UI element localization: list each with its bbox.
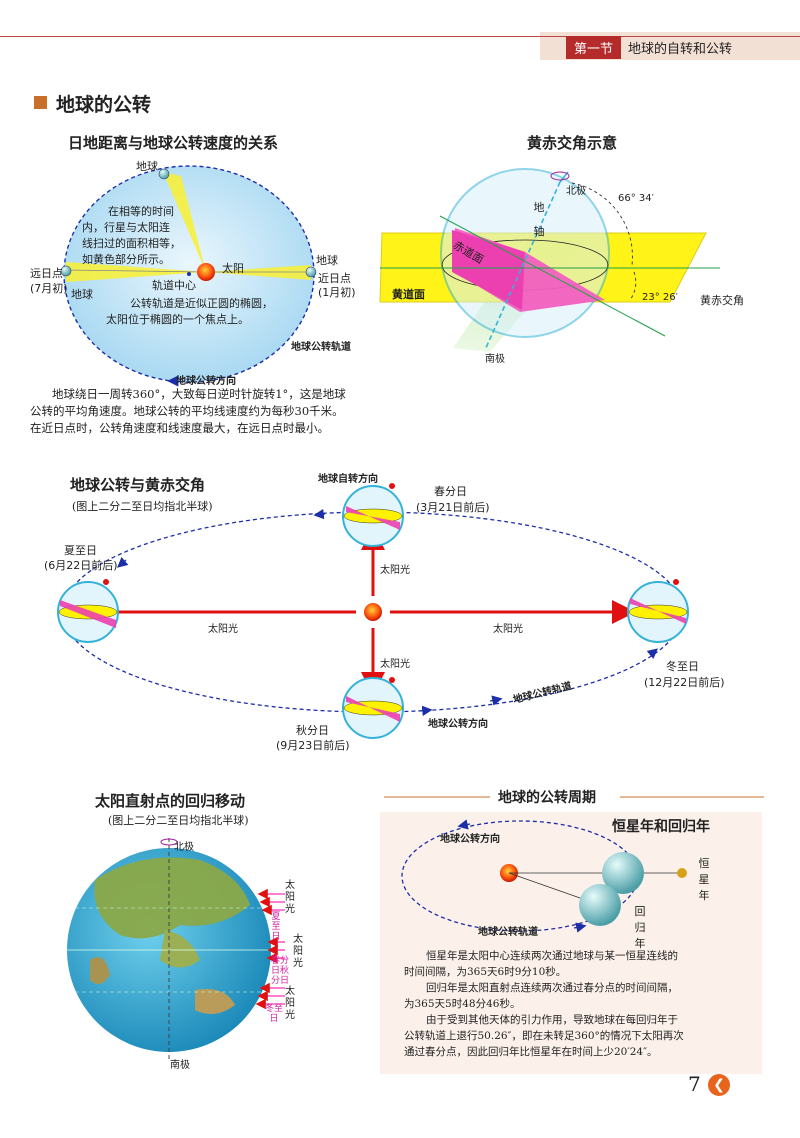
fig1-aphelion-date: (7月初) [30,282,68,295]
fig3-sunlight-right: 太阳光 [493,624,523,635]
fig3-summer: 夏至日 [64,544,97,557]
earth-icon [305,266,317,278]
fig2-title: 黄赤交角示意 [527,134,618,152]
header-rule [0,36,800,37]
fig2-ecliptic-plane: 黄道面 [392,288,425,301]
fig5-banner: 地球的公转周期 [498,790,596,806]
fig3-summer-date: (6月22日前后) [44,559,118,572]
fig4-north: 北极 [174,842,194,853]
fig2-north: 北极 [566,186,586,197]
star-icon [677,868,687,878]
fig5-orbit: 地球公转轨道 [478,927,538,938]
fig3-sunlight-left: 太阳光 [208,624,238,635]
fig1-sun: 太阳 [222,262,244,275]
sun-icon [364,603,382,621]
fig5-title: 恒星年和回归年 [612,819,710,835]
fig3-sunlight-top: 太阳光 [380,565,410,576]
header-title: 地球的自转和公转 [628,42,733,57]
fig4-title: 太阳直射点的回归移动 [95,792,246,810]
fig1-note2: 公转轨道是近似正圆的椭圆，太阳位于椭圆的一个焦点上。 [106,297,273,326]
fig2-angle2: 23° 26′ [642,292,678,303]
orbit-center-dot [187,272,191,276]
fig4-subtitle: (图上二分二至日均指北半球) [108,814,249,827]
fig1-perihelion-date: (1月初) [318,286,356,299]
fig3-rotation-dir: 地球自转方向 [318,474,378,485]
section-marker [34,96,47,109]
fig2-angle1: 66° 34′ [618,193,654,204]
fig4-sunlight-3: 太阳光 [285,986,295,1021]
header-section: 第一节 [566,36,622,59]
fig1-orbit-center: 轨道中心 [152,279,196,292]
fig1-aphelion-earth: 地球 [71,288,93,301]
fig3-autumn-date: (9月23日前后) [276,739,350,752]
fig3-spring-date: (3月21日前后) [416,501,490,514]
fig4-summer: 夏至日 [271,912,281,942]
fig4-sunlight-2: 太阳光 [293,934,303,969]
fig1-paragraph: 地球绕日一周转360°，大致每日逆时针旋转1°，这是地球公转的平均角速度。地球公… [30,387,346,435]
fig1-perihelion: 近日点 [318,272,351,285]
fig5-text: 恒星年是太阳中心连续两次通过地球与某一恒星连线的时间间隔，为365天6时9分10… [404,950,684,1058]
fig3-direction: 地球公转方向 [428,719,488,730]
fig3-winter: 冬至日 [666,660,699,673]
fig1-orbit-diagram [60,165,317,387]
back-arrow-icon[interactable]: ❮ [708,1074,730,1096]
fig1-aphelion: 远日点 [30,267,63,280]
fig1-note1: 在相等的时间内，行星与太阳连线扫过的面积相等，如黄色部分所示。 [82,205,181,266]
section-title: 地球的公转 [56,94,152,116]
fig1-earth-top: 地球 [136,160,158,173]
earth-icon [158,168,170,180]
fig2-obliquity-diagram [379,168,720,352]
fig1-title: 日地距离与地球公转速度的关系 [68,134,279,152]
fig4-south: 南极 [170,1060,190,1071]
fig3-winter-date: (12月22日前后) [644,676,725,689]
fig3-autumn: 秋分日 [296,724,329,737]
fig1-orbit-label: 地球公转轨道 [291,342,351,353]
earth-icon [602,852,644,894]
fig3-title: 地球公转与黄赤交角 [70,476,206,494]
fig3-revolution-diagram [57,483,689,739]
fig1-direction-label: 地球公转方向 [176,376,236,387]
fig4-winter: 冬至日 [264,1004,283,1024]
earth-icon [60,265,72,277]
earth-icon [579,884,621,926]
fig3-spring: 春分日 [434,485,467,498]
fig1-perihelion-earth: 地球 [316,254,338,267]
fig5-tropical: 回归年 [634,905,646,950]
sun-icon [197,263,215,281]
fig4-equinox: 春分日秋分日 [270,956,289,986]
fig5-direction: 地球公转方向 [440,834,500,845]
fig5-period-diagram [401,819,687,933]
fig3-sunlight-bottom: 太阳光 [380,659,410,670]
fig2-axis: 地轴 [533,201,545,238]
fig2-obliquity: 黄赤交角 [700,294,744,307]
page-number: 7 [688,1072,701,1096]
fig4-sunlight-1: 太阳光 [285,880,295,915]
fig4-globe [67,838,285,1062]
fig2-south: 南极 [485,354,505,365]
fig3-subtitle: (图上二分二至日均指北半球) [72,500,213,513]
fig5-sidereal: 恒星年 [698,857,710,902]
